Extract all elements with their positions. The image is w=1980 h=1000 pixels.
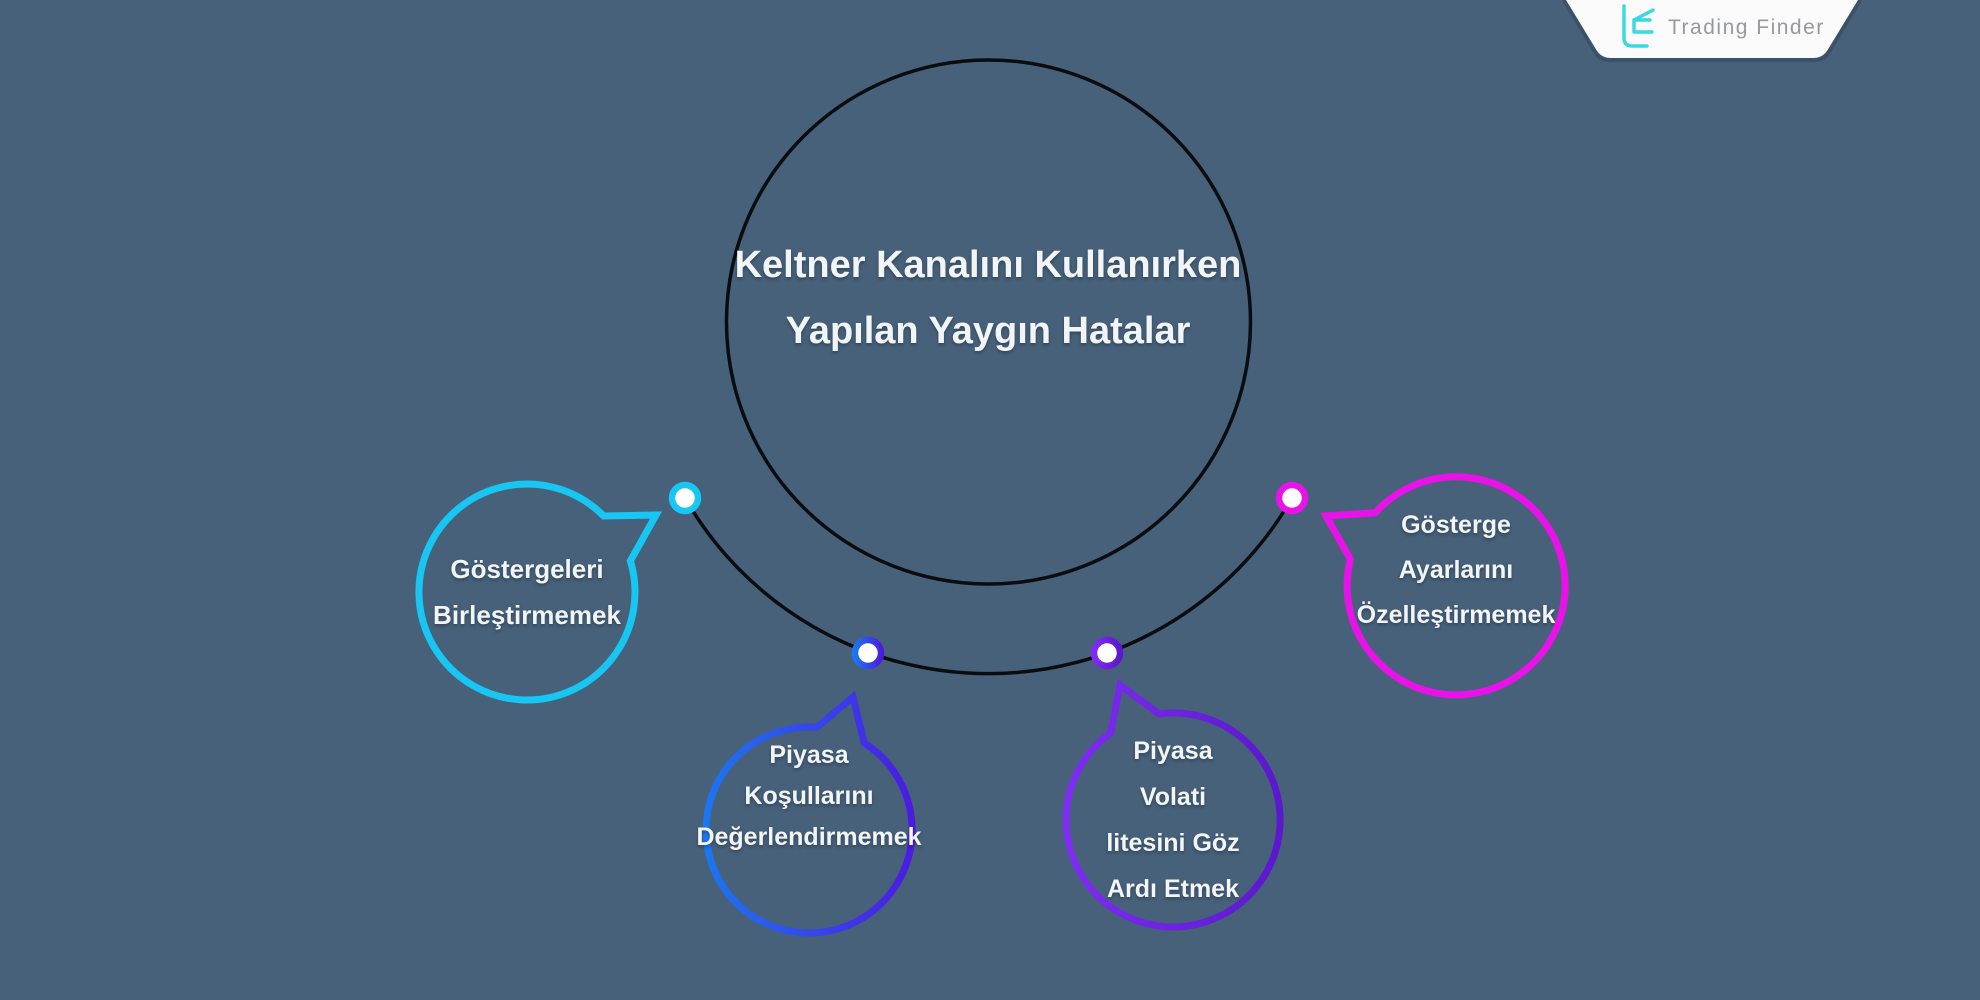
bubble-label-indicator-settings: Gösterge Ayarlarını Özelleştirmemek [1336,476,1576,696]
bubble-line: Piyasa [1133,737,1213,765]
dot-market-volatility [1090,636,1124,670]
bubble-line: Koşullarını [744,781,874,810]
trading-finder-logo-icon [1622,4,1655,48]
bubble-line: Göstergeleri [450,554,604,584]
diagram-title: Keltner Kanalını Kullanırken Yapılan Yay… [638,232,1338,364]
dot-combine-indicators [668,481,702,515]
bubble-combine-indicators-outline [415,480,663,704]
bubble-indicator-settings-outline [1320,473,1569,699]
bubble-line: Gösterge [1401,510,1511,539]
bubble-line: Özelleştirmemek [1356,600,1556,629]
trading-finder-wordmark: Trading Finder [1668,16,1825,39]
bubble-line: Birleştirmemek [433,600,621,630]
bubble-label-market-conditions: Piyasa Koşullarını Değerlendirmemek [689,708,929,928]
bubble-market-conditions-outline [702,690,916,937]
dot-indicator-settings [1275,481,1309,515]
bubble-label-market-volatility: Piyasa Volati litesini Göz Ardı Etmek [1053,710,1293,930]
bubble-market-volatility-outline [1062,678,1284,931]
orbit-arc [683,497,1294,676]
bubble-line: Piyasa [769,740,849,769]
title-circle-outline [724,58,1253,586]
title-line: Yapılan Yaygın Hatalar [785,310,1191,352]
bubble-line: Volati [1139,783,1207,811]
bubble-line: litesini Göz [1106,829,1240,857]
bubble-label-combine-indicators: Göstergeleri Birleştirmemek [407,482,647,702]
dot-market-conditions [851,636,885,670]
bubble-line: Ardı Etmek [1107,875,1239,903]
title-line: Keltner Kanalını Kullanırken [734,244,1242,286]
bubble-line: Değerlendirmemek [696,822,922,851]
bubble-line: Ayarlarını [1398,555,1514,584]
brand-tab [1566,0,1858,58]
